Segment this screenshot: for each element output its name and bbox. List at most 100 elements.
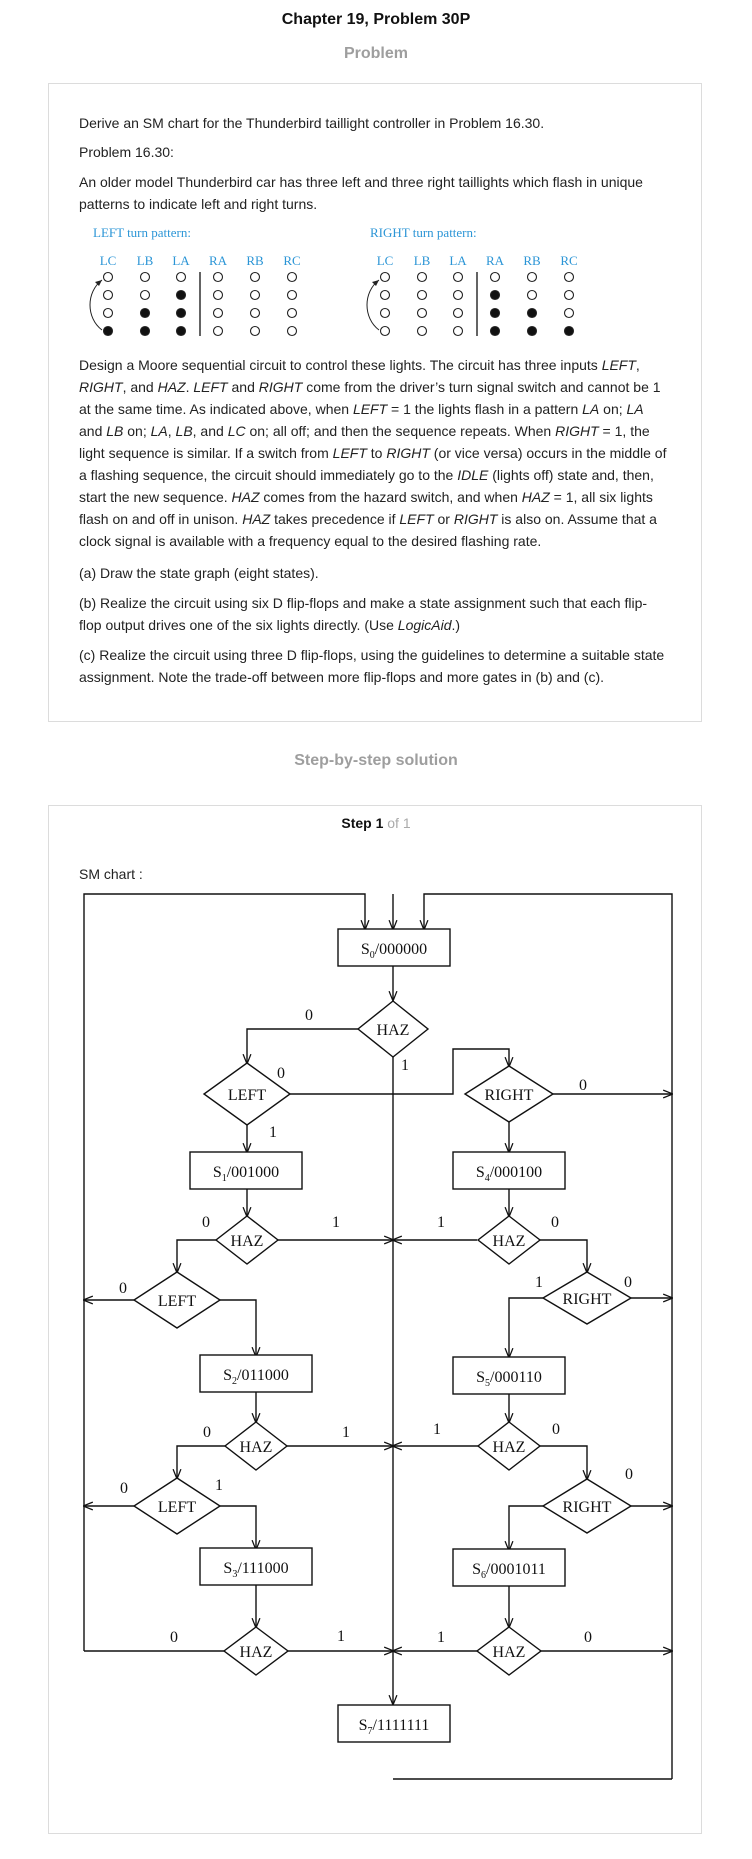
state-label-s7: S7/1111111	[359, 1717, 430, 1737]
branch-label-1: 1	[433, 1421, 441, 1438]
light-off	[286, 307, 298, 319]
light-off	[286, 289, 298, 301]
decision-left	[132, 1271, 222, 1329]
branch-label-1: 1	[269, 1124, 277, 1141]
light-label: LC	[377, 253, 394, 268]
light-off	[526, 271, 538, 283]
decision-label-right: RIGHT	[563, 1291, 612, 1308]
state-box-s4	[452, 1151, 566, 1190]
decision-label-haz: HAZ	[493, 1233, 526, 1250]
light-on	[102, 325, 114, 337]
light-off	[563, 271, 575, 283]
flow-line	[509, 1297, 543, 1357]
state-box-s0	[337, 928, 451, 967]
problem-paragraph-3: An older model Thunderbird car has three…	[79, 174, 643, 212]
light-label: RB	[523, 253, 541, 268]
flow-line	[424, 893, 673, 1779]
light-on	[139, 325, 151, 337]
light-label: RC	[283, 253, 300, 268]
light-off	[379, 307, 391, 319]
branch-label-1: 1	[535, 1274, 543, 1291]
flow-line	[247, 1028, 358, 1063]
decision-label-right: RIGHT	[485, 1087, 534, 1104]
turn-pattern-figure: LEFT turn pattern: RIGHT turn pattern: L…	[89, 225, 578, 337]
light-off	[249, 307, 261, 319]
state-box-s2	[199, 1354, 313, 1393]
light-off	[102, 271, 114, 283]
problem-box	[48, 83, 702, 722]
problem-paragraph-2: Problem 16.30:	[79, 144, 174, 160]
branch-label-1: 1	[337, 1628, 345, 1645]
branch-label-0: 0	[203, 1424, 211, 1441]
light-off	[379, 289, 391, 301]
light-off	[452, 325, 464, 337]
light-off	[139, 271, 151, 283]
light-off	[526, 289, 538, 301]
light-off	[416, 325, 428, 337]
problem-paragraph-c: (c) Realize the circuit using three D fl…	[79, 647, 665, 685]
branch-label-0: 0	[120, 1480, 128, 1497]
light-on	[563, 325, 575, 337]
right-pattern-label: RIGHT turn pattern:	[370, 225, 477, 240]
decision-haz	[214, 1215, 280, 1265]
light-off	[563, 289, 575, 301]
solution-box	[48, 805, 702, 1834]
branch-label-0: 0	[625, 1466, 633, 1483]
light-label: LA	[172, 253, 190, 268]
solution-heading: Step-by-step solution	[294, 752, 458, 769]
state-box-s1	[189, 1151, 303, 1190]
step-of: of 1	[387, 815, 411, 831]
light-label: RA	[209, 253, 228, 268]
decision-haz	[476, 1215, 542, 1265]
light-on	[139, 307, 151, 319]
branch-label-0: 0	[305, 1007, 313, 1024]
decision-label-haz: HAZ	[377, 1022, 410, 1039]
branch-label-0: 0	[579, 1077, 587, 1094]
light-on	[175, 307, 187, 319]
light-off	[452, 271, 464, 283]
state-box-s7	[337, 1704, 451, 1743]
light-label: RB	[246, 253, 264, 268]
decision-label-left: LEFT	[228, 1087, 266, 1104]
light-off	[249, 289, 261, 301]
decision-label-haz: HAZ	[240, 1644, 273, 1661]
branch-label-1: 1	[332, 1214, 340, 1231]
left-light-labels: LC LB LA RA RB RC	[100, 253, 301, 268]
light-off	[212, 325, 224, 337]
light-off	[563, 307, 575, 319]
flow-line	[540, 1445, 587, 1479]
light-off	[249, 271, 261, 283]
state-label-s5: S5/000110	[476, 1369, 542, 1389]
light-off	[489, 271, 501, 283]
state-box-s6	[452, 1548, 566, 1587]
flow-line	[540, 1239, 587, 1272]
light-off	[379, 271, 391, 283]
light-off	[212, 307, 224, 319]
branch-label-0: 0	[624, 1274, 632, 1291]
problem-paragraph-1: Derive an SM chart for the Thunderbird t…	[79, 115, 545, 131]
decision-right	[463, 1065, 555, 1123]
light-label: LB	[414, 253, 431, 268]
decision-label-right: RIGHT	[563, 1499, 612, 1516]
flow-line	[290, 1048, 509, 1095]
step-heading: Step 1 of 1	[0, 815, 752, 831]
arrow-head	[95, 280, 102, 286]
light-on	[175, 325, 187, 337]
branch-label-1: 1	[437, 1629, 445, 1646]
branch-label-0: 0	[119, 1280, 127, 1297]
state-box-s5	[452, 1356, 566, 1395]
decision-label-haz: HAZ	[493, 1439, 526, 1456]
light-on	[489, 325, 501, 337]
decision-label-haz: HAZ	[240, 1439, 273, 1456]
decision-right	[541, 1478, 633, 1534]
decision-label-left: LEFT	[158, 1499, 196, 1516]
branch-label-1: 1	[401, 1057, 409, 1074]
light-off	[286, 325, 298, 337]
left-pattern-label: LEFT turn pattern:	[93, 225, 191, 240]
decision-label-haz: HAZ	[493, 1644, 526, 1661]
branch-label-0: 0	[202, 1214, 210, 1231]
problem-paragraph-b: (b) Realize the circuit using six D flip…	[79, 595, 648, 633]
state-label-s6: S6/0001011	[472, 1561, 546, 1581]
flow-line	[177, 1239, 216, 1272]
